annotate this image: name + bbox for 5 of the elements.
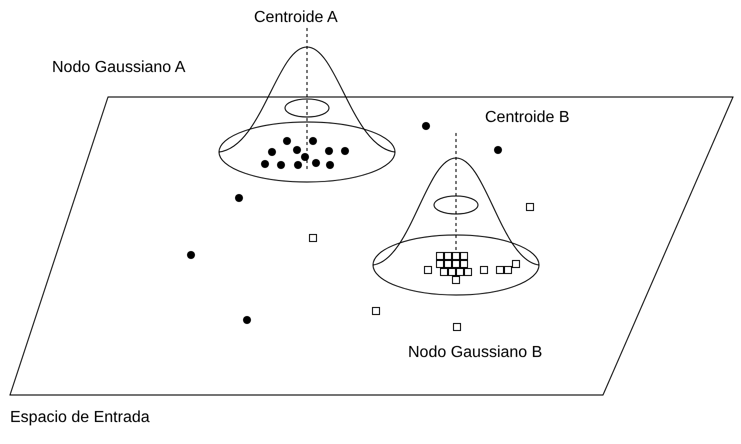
node-label: Nodo Gaussiano B <box>408 343 542 362</box>
centroid-label: Centroide A <box>254 8 338 27</box>
input-space-label: Espacio de Entrada <box>10 408 150 427</box>
node-label: Nodo Gaussiano A <box>52 58 186 77</box>
centroid-label: Centroide B <box>485 108 570 127</box>
